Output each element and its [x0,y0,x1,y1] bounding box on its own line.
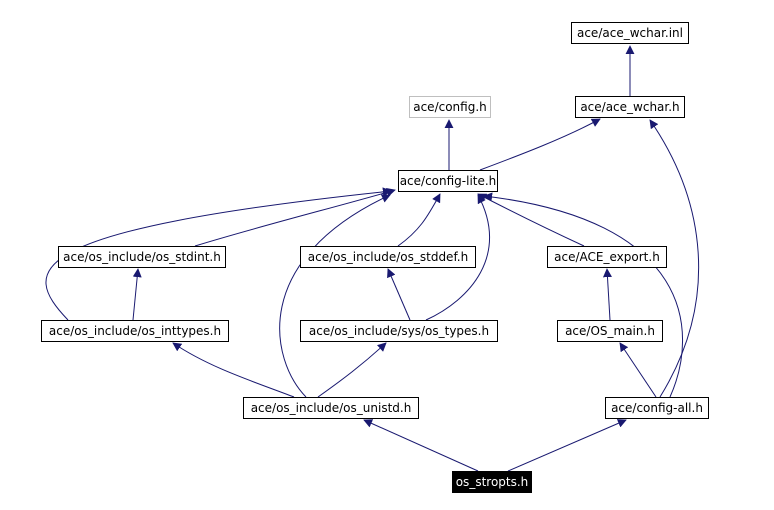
edge-os-stropts-to-os-unistd [363,419,479,472]
edge-os-stropts-to-config-all [507,419,627,472]
node-os-inttypes-h[interactable]: ace/os_include/os_inttypes.h [41,320,229,342]
node-os-unistd-h[interactable]: ace/os_include/os_unistd.h [243,397,419,419]
edge-os-stddef-to-config-lite [397,193,441,247]
edge-ace-export-to-config-lite [477,193,585,247]
node-os-stddef-h[interactable]: ace/os_include/os_stddef.h [300,246,476,268]
edge-config-all-to-config-lite [483,192,684,398]
node-ace-export-h[interactable]: ace/ACE_export.h [547,246,667,268]
edge-os-main-to-ace-export [602,268,612,321]
node-os-main-h[interactable]: ace/OS_main.h [557,320,663,342]
node-ace-wchar-h[interactable]: ace/ace_wchar.h [575,96,685,118]
edge-os-stdint-to-config-lite [194,187,396,247]
edge-config-all-to-os-main [619,342,657,398]
node-sys-os-types-h[interactable]: ace/os_include/sys/os_types.h [300,320,498,342]
edge-config-all-to-ace-wchar-h [649,119,700,398]
node-os-stropts-h[interactable]: os_stropts.h [452,471,532,493]
node-config-h[interactable]: ace/config.h [409,96,491,118]
edge-os-unistd-to-sys-os-types [317,342,387,398]
edge-os-unistd-to-os-inttypes [172,342,295,398]
node-config-lite-h[interactable]: ace/config-lite.h [398,170,498,192]
edge-sys-os-types-to-config-lite [425,194,490,321]
node-ace-wchar-inl[interactable]: ace/ace_wchar.inl [571,22,689,44]
edge-os-unistd-to-config-lite [279,194,391,398]
node-os-stdint-h[interactable]: ace/os_include/os_stdint.h [58,246,226,268]
node-config-all-h[interactable]: ace/config-all.h [605,397,709,419]
edge-os-inttypes-to-os-stdint [132,268,142,321]
edge-config-lite-to-ace-wchar-h [479,118,601,171]
edge-sys-os-types-to-os-stddef [387,268,411,321]
